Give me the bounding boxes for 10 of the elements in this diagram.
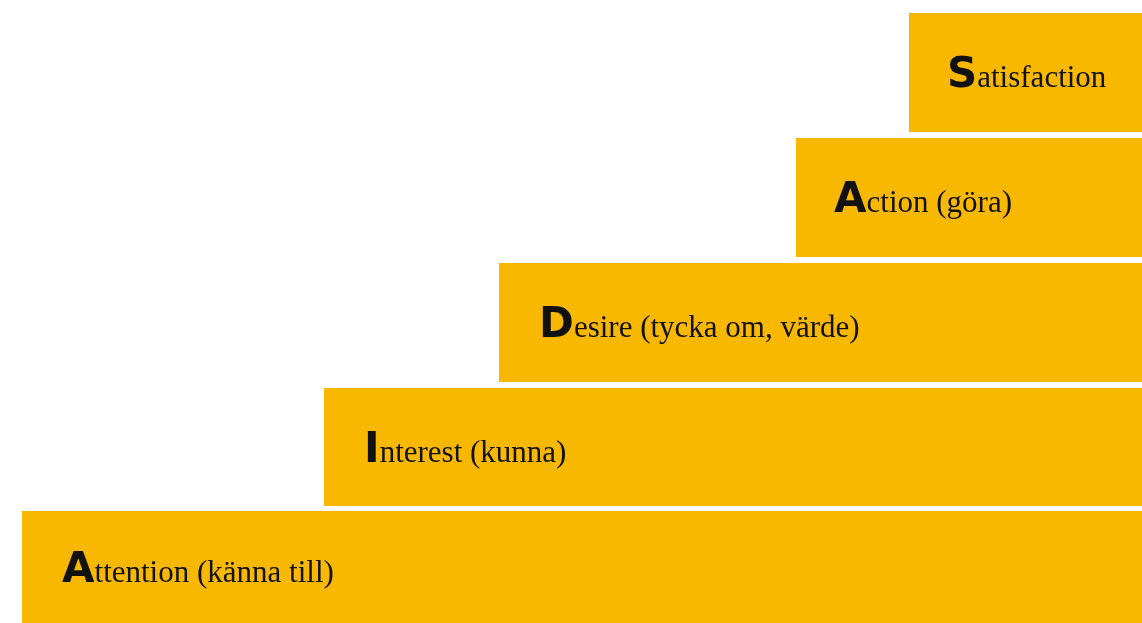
- step-label: Action (göra): [834, 173, 1012, 222]
- step-label: Desire (tycka om, värde): [539, 298, 860, 347]
- step-bar: [22, 511, 1142, 623]
- step-label: Interest (kunna): [364, 422, 567, 472]
- step-bar: [499, 263, 1142, 382]
- step-label: Attention (känna till): [62, 542, 334, 592]
- step-bar: [909, 13, 1142, 132]
- step-bar: [324, 388, 1142, 506]
- step-label: Satisfaction: [947, 48, 1107, 97]
- step-bar: [796, 138, 1142, 257]
